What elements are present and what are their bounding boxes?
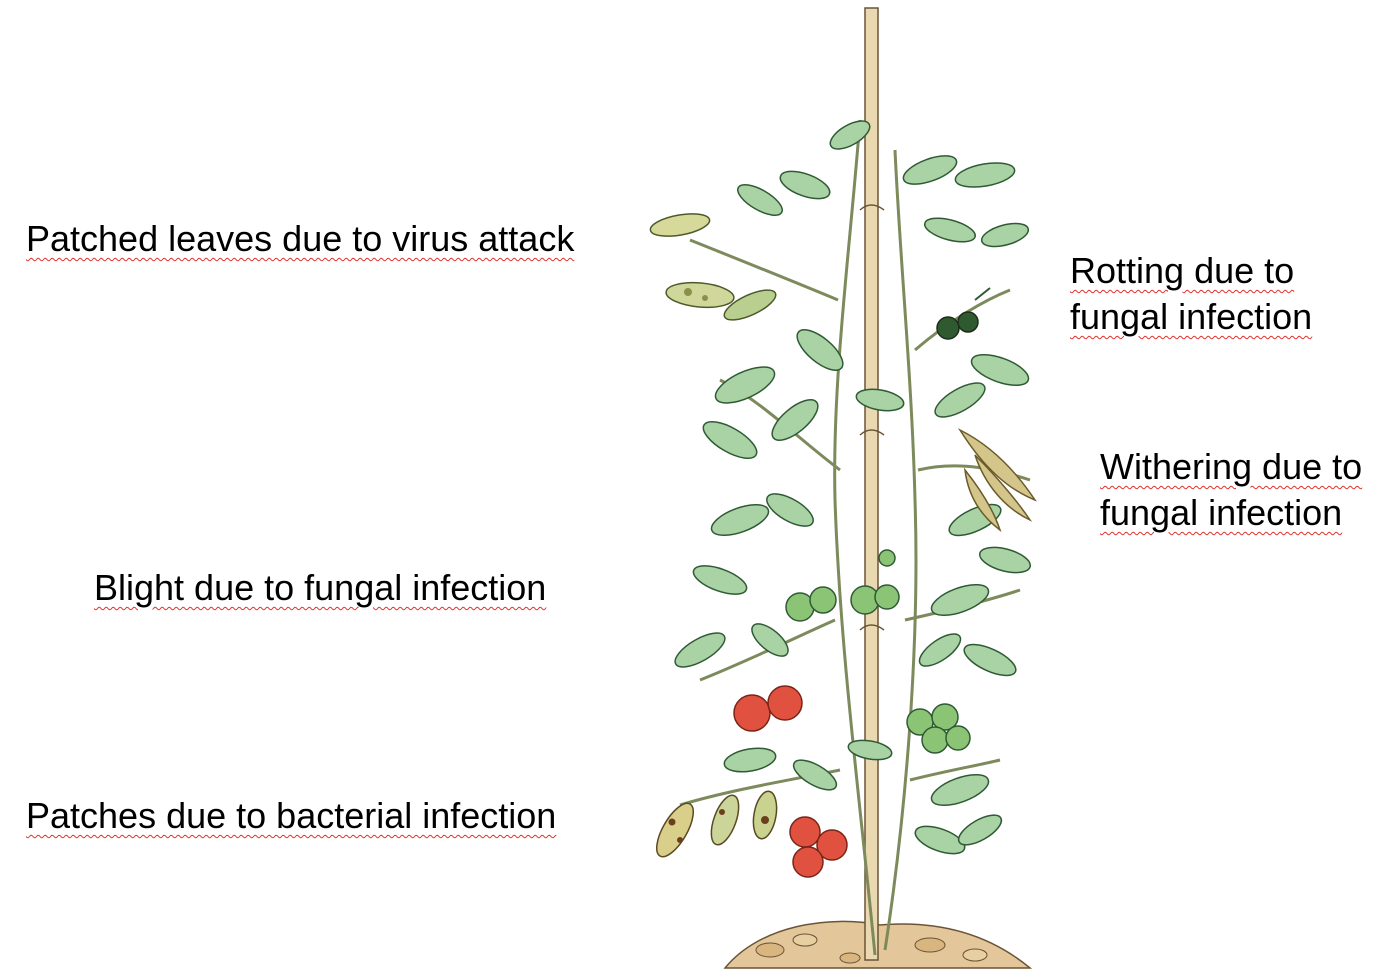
virus-label-text: Patched leaves due to virus attack [26, 218, 574, 259]
label-rotting-fungal: Rotting due to fungal infection [1070, 248, 1312, 340]
rotting-label-line-2: fungal infection [1070, 296, 1312, 337]
label-bacterial-patches: Patches due to bacterial infection [26, 793, 556, 839]
withering-label-line-1: Withering due to [1100, 446, 1362, 487]
label-withering-fungal: Withering due to fungal infection [1100, 444, 1362, 536]
withering-label-line-2: fungal infection [1100, 492, 1342, 533]
label-virus-patched-leaves: Patched leaves due to virus attack [26, 216, 574, 262]
blight-label-text: Blight due to fungal infection [94, 567, 546, 608]
tomato-plant-illustration [630, 0, 1060, 978]
bacterial-patched-leaves [650, 789, 780, 862]
bacterial-label-text: Patches due to bacterial infection [26, 795, 556, 836]
support-stake [865, 8, 878, 960]
label-blight-fungal: Blight due to fungal infection [94, 565, 546, 611]
rotting-label-line-1: Rotting due to [1070, 250, 1294, 291]
rotting-tomatoes [937, 288, 990, 339]
